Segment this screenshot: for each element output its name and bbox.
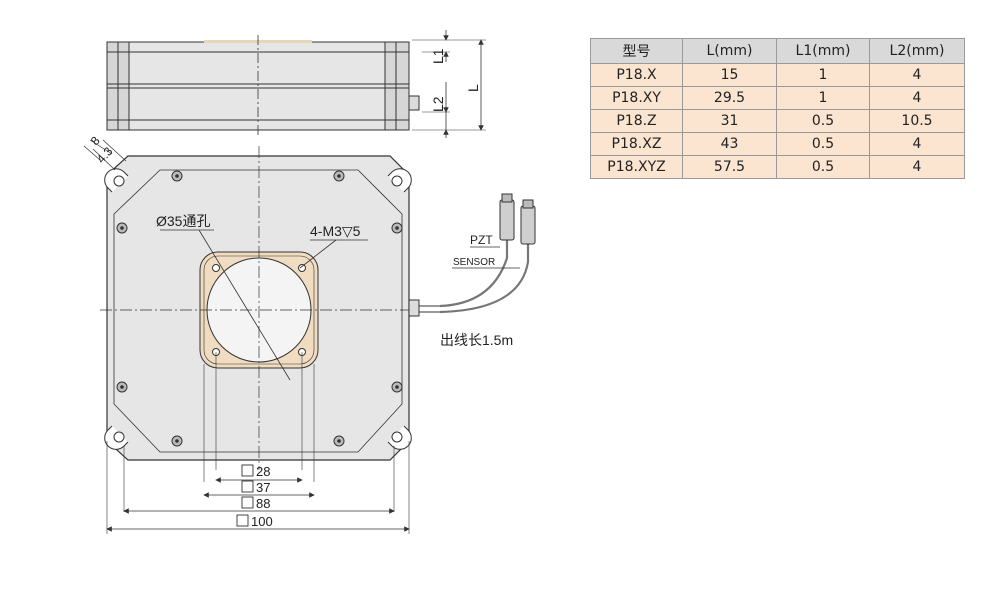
table-cell: 43 [682, 132, 777, 156]
table-cell: P18.XYZ [590, 155, 683, 179]
table-cell: 4 [869, 132, 965, 156]
side-view [106, 30, 486, 138]
table-cell: 10.5 [869, 109, 965, 133]
through-hole-note: Ø35通孔 [156, 213, 210, 229]
column-header: L(mm) [682, 38, 777, 64]
table-cell: P18.Z [590, 109, 683, 133]
table-row: P18.XY 29.5 1 4 [590, 86, 965, 110]
column-header: L1(mm) [776, 38, 870, 64]
cable-sensor [439, 244, 530, 314]
table-cell: 57.5 [682, 155, 777, 179]
cable-label-pzt: PZT [470, 233, 493, 247]
table-cell: P18.XY [590, 86, 683, 110]
table-cell: 29.5 [682, 86, 777, 110]
square-icon [236, 464, 254, 527]
table-header-row: 型号 L(mm) L1(mm) L2(mm) [590, 38, 965, 64]
side-label-L2: L2 [430, 96, 446, 112]
dim-28: 28 [256, 464, 270, 479]
table-cell: 0.5 [776, 109, 870, 133]
spec-table: 型号 L(mm) L1(mm) L2(mm) P18.X 15 1 4 P18.… [590, 38, 965, 179]
table-cell: P18.XZ [590, 132, 683, 156]
table-row: P18.XZ 43 0.5 4 [590, 132, 965, 156]
table-row: P18.Z 31 0.5 10.5 [590, 109, 965, 133]
table-cell: 4 [869, 155, 965, 179]
table-row: P18.X 15 1 4 [590, 63, 965, 87]
connector-sensor [520, 205, 536, 245]
front-view [83, 139, 536, 534]
dim-100: 100 [251, 514, 273, 529]
table-cell: 1 [776, 63, 870, 87]
table-cell: 0.5 [776, 155, 870, 179]
slot-dim-a: 8 [88, 133, 103, 148]
column-header: 型号 [590, 38, 683, 64]
side-label-L: L [465, 84, 481, 92]
table-cell: 1 [776, 86, 870, 110]
table-cell: 4 [869, 86, 965, 110]
cable-length-note: 出线长1.5m [440, 332, 513, 348]
table-row: P18.XYZ 57.5 0.5 4 [590, 155, 965, 179]
table-cell: P18.X [590, 63, 683, 87]
dim-37: 37 [256, 480, 270, 495]
table-cell: 31 [682, 109, 777, 133]
table-cell: 4 [869, 63, 965, 87]
table-cell: 15 [682, 63, 777, 87]
table-cell: 0.5 [776, 132, 870, 156]
mount-hole-note: 4-M3▽5 [310, 223, 361, 239]
connector-pzt [499, 199, 515, 241]
dim-88: 88 [256, 496, 270, 511]
side-label-L1: L1 [430, 48, 446, 64]
cable-label-sensor: SENSOR [453, 257, 495, 268]
column-header: L2(mm) [869, 38, 965, 64]
cable-pzt [439, 240, 509, 308]
